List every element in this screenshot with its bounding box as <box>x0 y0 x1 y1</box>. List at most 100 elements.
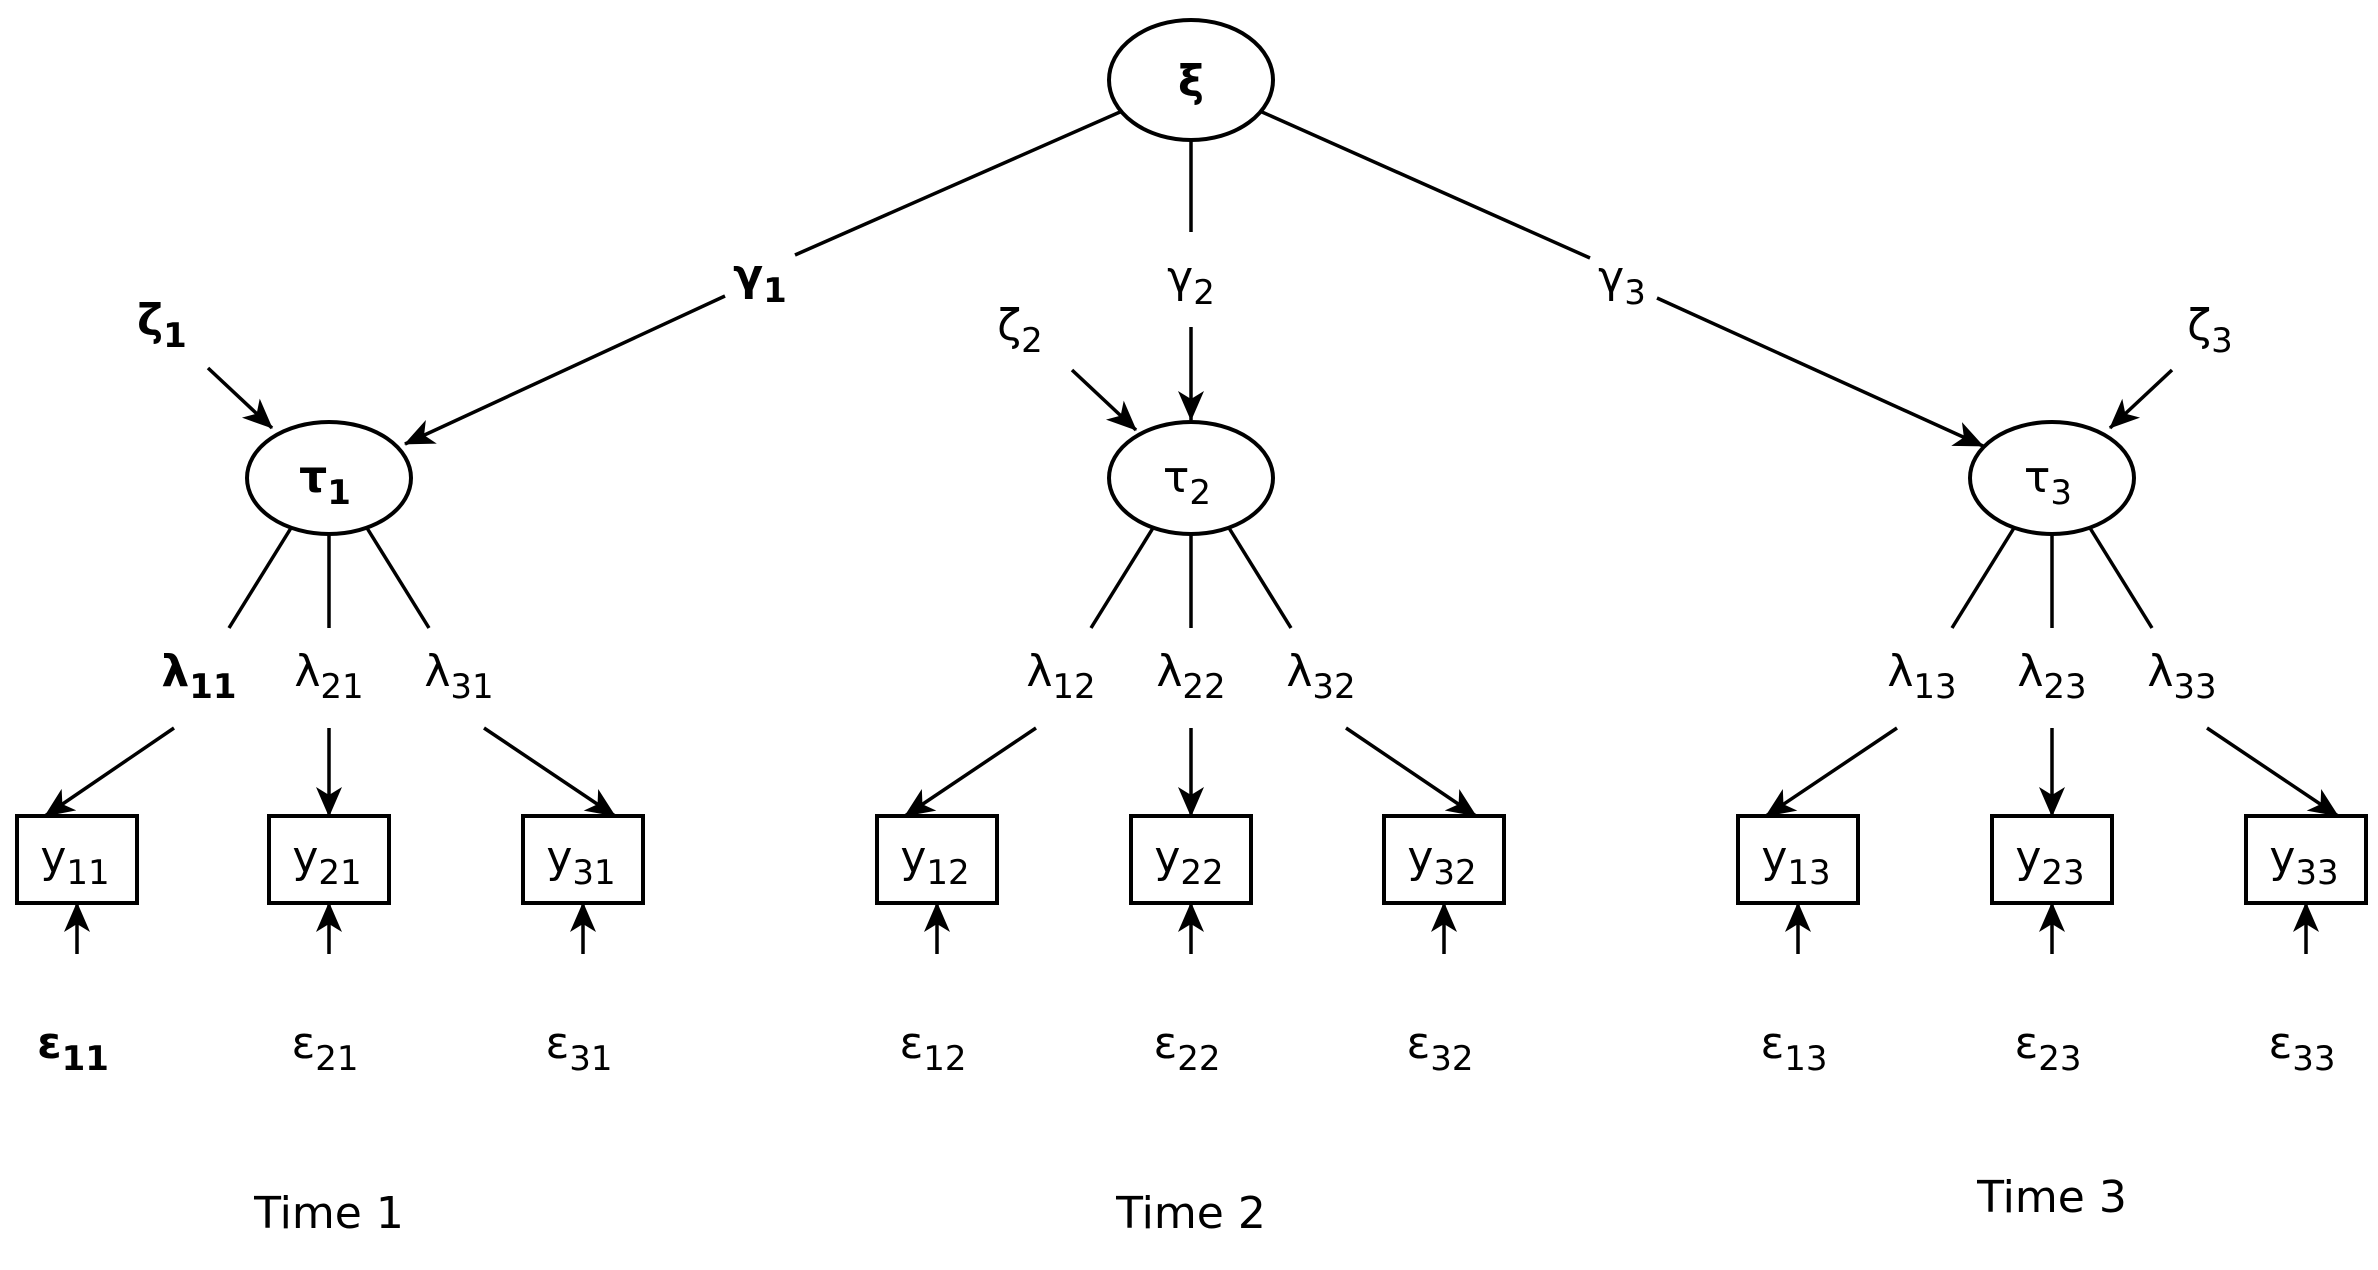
indicator-label-33-symbol: y <box>2269 832 2295 883</box>
indicator-box-13 <box>1736 814 1860 905</box>
indicator-box-21 <box>267 814 391 905</box>
indicator-label-21-subscript: 21 <box>318 853 361 893</box>
indicator-box-11 <box>15 814 139 905</box>
error-label-21: ε21 <box>291 1018 358 1079</box>
zeta-label-2-subscript: 2 <box>1021 321 1043 361</box>
indicator-label-21-symbol: y <box>292 832 318 883</box>
state-node-tau-2 <box>1107 420 1275 536</box>
indicator-label-13-symbol: y <box>1761 832 1787 883</box>
lambda-label-13-subscript: 13 <box>1913 667 1956 707</box>
indicator-label-32: y32 <box>1407 832 1476 893</box>
indicator-box-22 <box>1129 814 1253 905</box>
zeta-label-3: ζ3 <box>2187 300 2233 361</box>
indicator-label-13: y13 <box>1761 832 1830 893</box>
zeta-label-1: ζ1 <box>137 295 187 356</box>
trait-node-xi <box>1107 18 1275 142</box>
gamma-label-3-subscript: 3 <box>1624 273 1646 313</box>
indicator-label-32-symbol: y <box>1407 832 1433 883</box>
gamma-3-path-upper <box>1261 110 1591 260</box>
time-label-1: Time 1 <box>253 1188 404 1239</box>
state-label-tau-3: τ3 <box>2024 452 2072 513</box>
loading-31-path-upper <box>365 527 431 629</box>
lambda-label-12-subscript: 12 <box>1052 667 1095 707</box>
error-label-11: ε11 <box>37 1018 109 1079</box>
trait-label-xi: ξ <box>1178 56 1204 107</box>
lambda-label-33: λ33 <box>2147 646 2216 707</box>
gamma-3-path-lower <box>1656 296 1984 448</box>
time-label-3: Time 3 <box>1976 1172 2127 1223</box>
state-label-tau-2: τ2 <box>1163 452 1211 513</box>
indicator-label-11-symbol: y <box>40 832 66 883</box>
error-label-12-subscript: 12 <box>923 1039 966 1079</box>
indicator-label-22-symbol: y <box>1154 832 1180 883</box>
lambda-label-33-symbol: λ <box>2147 646 2173 697</box>
indicator-label-22: y22 <box>1154 832 1223 893</box>
zeta-1-arrow <box>206 366 274 430</box>
lambda-label-22: λ22 <box>1156 646 1225 707</box>
indicator-label-31-subscript: 31 <box>572 853 615 893</box>
trait-label-xi-symbol: ξ <box>1178 56 1204 107</box>
zeta-label-2: ζ2 <box>997 300 1043 361</box>
edges-layer <box>44 110 2339 954</box>
indicator-box-12 <box>875 814 999 905</box>
lambda-label-11: λ11 <box>161 646 236 707</box>
zeta-label-3-subscript: 3 <box>2211 321 2233 361</box>
gamma-label-2-symbol: γ <box>1167 252 1193 303</box>
error-label-23-subscript: 23 <box>2038 1039 2081 1079</box>
lambda-label-21-symbol: λ <box>294 646 320 697</box>
lambda-label-31: λ31 <box>424 646 493 707</box>
state-label-tau-2-subscript: 2 <box>1189 473 1211 513</box>
loading-32-path-lower <box>1345 726 1477 818</box>
error-label-23-symbol: ε <box>2014 1018 2038 1069</box>
error-label-33: ε33 <box>2268 1018 2335 1079</box>
lambda-label-31-subscript: 31 <box>450 667 493 707</box>
lambda-label-32-symbol: λ <box>1286 646 1312 697</box>
state-label-tau-2-symbol: τ <box>1163 452 1190 503</box>
error-label-22-symbol: ε <box>1153 1018 1177 1069</box>
state-label-tau-1-subscript: 1 <box>327 473 351 513</box>
error-label-31-symbol: ε <box>545 1018 569 1069</box>
loading-32-path-upper <box>1227 527 1293 629</box>
indicator-label-11-subscript: 11 <box>66 853 109 893</box>
error-label-13: ε13 <box>1760 1018 1827 1079</box>
indicator-label-11: y11 <box>40 832 109 893</box>
loading-11-path-lower <box>44 726 175 818</box>
lambda-label-32: λ32 <box>1286 646 1355 707</box>
nodes-layer <box>15 18 2368 905</box>
error-label-31-subscript: 31 <box>569 1039 612 1079</box>
error-label-22-subscript: 22 <box>1177 1039 1220 1079</box>
lambda-label-21: λ21 <box>294 646 363 707</box>
indicator-label-33-subscript: 33 <box>2295 853 2338 893</box>
error-label-32: ε32 <box>1406 1018 1473 1079</box>
error-label-33-subscript: 33 <box>2292 1039 2335 1079</box>
state-node-tau-3 <box>1968 420 2136 536</box>
state-label-tau-3-subscript: 3 <box>2050 473 2072 513</box>
lambda-label-23: λ23 <box>2017 646 2086 707</box>
lambda-label-21-subscript: 21 <box>320 667 363 707</box>
error-label-21-subscript: 21 <box>315 1039 358 1079</box>
indicator-label-12-symbol: y <box>900 832 926 883</box>
indicator-box-31 <box>521 814 645 905</box>
lambda-label-31-symbol: λ <box>424 646 450 697</box>
zeta-3-arrow <box>2108 368 2174 430</box>
lambda-label-22-symbol: λ <box>1156 646 1182 697</box>
state-label-tau-1: τ1 <box>299 452 351 513</box>
indicator-label-33: y33 <box>2269 832 2338 893</box>
lambda-label-13: λ13 <box>1887 646 1956 707</box>
lambda-label-11-subscript: 11 <box>189 667 236 707</box>
indicator-label-31: y31 <box>546 832 615 893</box>
zeta-2-arrow <box>1070 368 1138 432</box>
indicator-label-32-subscript: 32 <box>1433 853 1476 893</box>
loading-13-path-upper <box>1950 527 2016 629</box>
loading-11-path-upper <box>227 527 293 629</box>
zeta-label-2-symbol: ζ <box>997 300 1021 351</box>
indicator-label-12-subscript: 12 <box>926 853 969 893</box>
lambda-label-11-symbol: λ <box>161 646 189 697</box>
loading-12-path-upper <box>1089 527 1155 629</box>
gamma-label-2: γ2 <box>1167 252 1215 313</box>
gamma-label-1-symbol: γ <box>733 250 763 301</box>
lambda-label-23-symbol: λ <box>2017 646 2043 697</box>
lambda-label-33-subscript: 33 <box>2173 667 2216 707</box>
